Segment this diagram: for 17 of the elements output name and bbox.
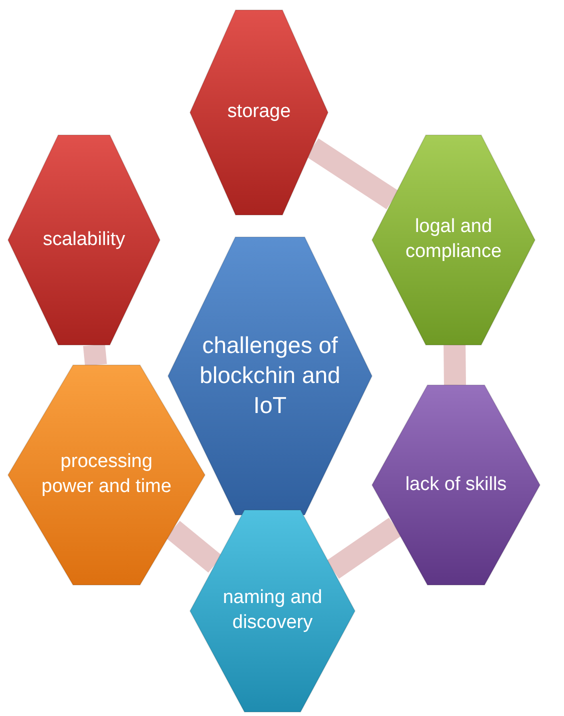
connector-band [166, 520, 222, 573]
node-label: naming and discovery [222, 586, 324, 635]
connector-band [444, 344, 466, 386]
node-label: challenges of blockchin and IoT [198, 331, 342, 420]
node-label: scalability [42, 228, 126, 252]
hexagon-node [372, 135, 535, 345]
node-label: storage [226, 100, 292, 124]
connector-band [326, 518, 402, 579]
hexagon-node [372, 385, 540, 585]
node-label: lack of skills [404, 472, 508, 497]
connector-band [83, 344, 107, 366]
node-label: processing power and time [42, 450, 172, 499]
hexagon-node [8, 135, 160, 345]
node-label: logal and compliance [404, 215, 503, 264]
connector-band [306, 138, 399, 210]
hexagon-node [190, 10, 328, 215]
hexagon-node [190, 510, 355, 712]
